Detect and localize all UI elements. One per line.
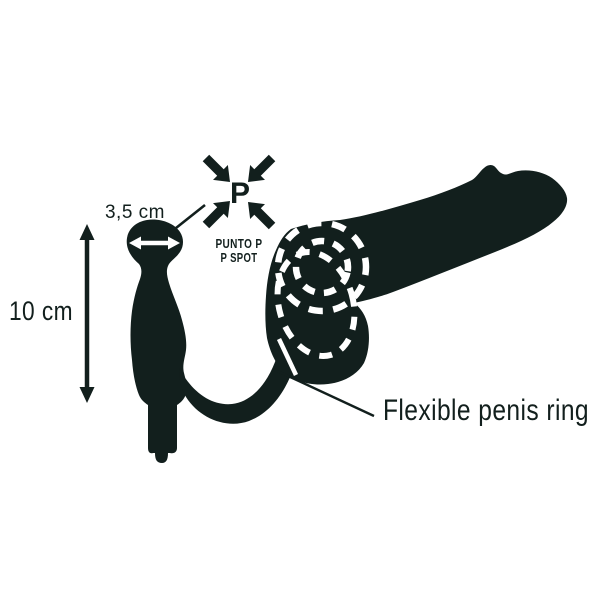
band-separation-slit: [276, 338, 299, 376]
p-marker-letter: P: [230, 177, 250, 210]
width-measurement-label: 3,5 cm: [105, 202, 165, 223]
body-silhouette: [265, 164, 568, 385]
p-spot-label-line1: PUNTO P: [216, 236, 263, 251]
ring-annotation-label: Flexible penis ring: [383, 394, 589, 427]
scrotum-ring-dashes: [274, 249, 358, 359]
p-spot-pointer-line: [175, 203, 206, 230]
plug-silhouette: [126, 219, 187, 463]
ring-pointer-line: [272, 367, 375, 418]
penis-ring-inner-dashes: [292, 237, 352, 297]
length-measurement-label: 10 cm: [9, 296, 73, 326]
p-spot-label-line2: P SPOT: [221, 250, 258, 265]
width-arrow-icon: [129, 236, 180, 250]
length-arrow-icon: [79, 224, 95, 403]
penis-ring-outer-dashes: [274, 219, 370, 315]
flexible-ring-band: [179, 343, 294, 424]
